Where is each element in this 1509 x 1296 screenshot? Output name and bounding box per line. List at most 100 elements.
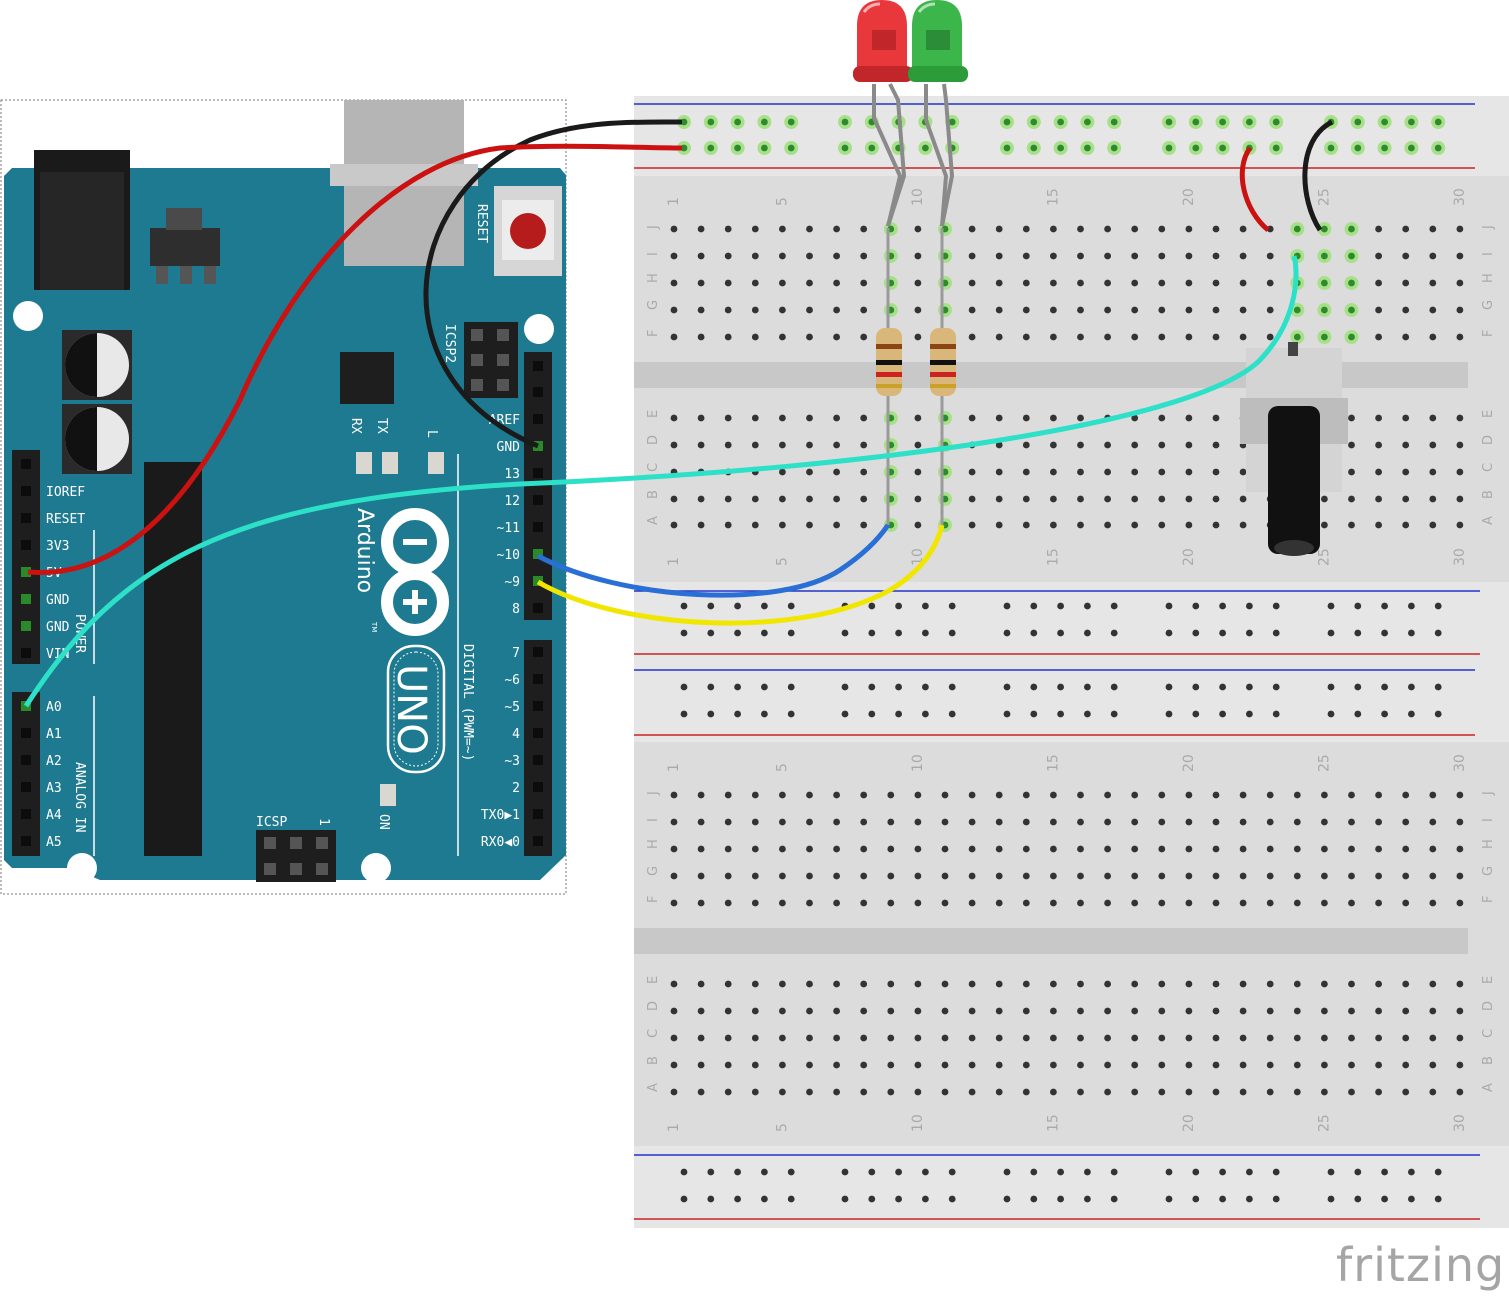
breadboard-hole[interactable] xyxy=(968,1007,976,1015)
breadboard-hole[interactable] xyxy=(1239,899,1247,907)
breadboard-hole[interactable] xyxy=(1321,252,1328,260)
breadboard-hole[interactable] xyxy=(914,252,922,260)
breadboard-hole[interactable] xyxy=(1219,1195,1226,1203)
breadboard-hole[interactable] xyxy=(922,683,929,691)
breadboard-hole[interactable] xyxy=(1158,521,1166,529)
breadboard-hole[interactable] xyxy=(1266,1034,1274,1042)
breadboard-hole[interactable] xyxy=(1003,629,1011,637)
breadboard-hole[interactable] xyxy=(1131,306,1139,314)
breadboard-hole[interactable] xyxy=(1077,279,1084,287)
breadboard-hole[interactable] xyxy=(1050,845,1057,853)
breadboard-hole[interactable] xyxy=(887,1088,895,1096)
breadboard-hole[interactable] xyxy=(734,629,741,637)
breadboard-hole[interactable] xyxy=(1429,225,1437,233)
breadboard-hole[interactable] xyxy=(779,225,786,233)
breadboard-hole[interactable] xyxy=(734,118,741,126)
breadboard-hole[interactable] xyxy=(1348,279,1355,287)
breadboard-hole[interactable] xyxy=(868,144,876,152)
header-pin[interactable] xyxy=(533,836,543,846)
breadboard-hole[interactable] xyxy=(1185,521,1193,529)
breadboard-hole[interactable] xyxy=(1408,629,1415,637)
breadboard-hole[interactable] xyxy=(751,441,759,449)
breadboard-hole[interactable] xyxy=(787,710,795,718)
breadboard-hole[interactable] xyxy=(1050,872,1057,880)
breadboard-hole[interactable] xyxy=(1212,225,1220,233)
breadboard-hole[interactable] xyxy=(968,495,976,503)
breadboard-hole[interactable] xyxy=(1158,818,1166,826)
breadboard-hole[interactable] xyxy=(1022,980,1030,988)
breadboard-hole[interactable] xyxy=(1456,414,1464,422)
breadboard-hole[interactable] xyxy=(1030,118,1038,126)
breadboard-hole[interactable] xyxy=(1381,629,1388,637)
breadboard-hole[interactable] xyxy=(860,1034,868,1042)
breadboard-hole[interactable] xyxy=(941,791,949,799)
breadboard-hole[interactable] xyxy=(1192,1168,1200,1176)
breadboard-hole[interactable] xyxy=(1456,845,1464,853)
breadboard-hole[interactable] xyxy=(941,845,949,853)
breadboard-hole[interactable] xyxy=(895,683,902,691)
breadboard-hole[interactable] xyxy=(914,306,922,314)
breadboard-hole[interactable] xyxy=(1192,602,1200,610)
breadboard-hole[interactable] xyxy=(914,1088,922,1096)
breadboard-hole[interactable] xyxy=(1022,414,1030,422)
breadboard-hole[interactable] xyxy=(1219,683,1226,691)
breadboard-hole[interactable] xyxy=(1375,333,1382,341)
breadboard-hole[interactable] xyxy=(1050,333,1057,341)
header-pin[interactable] xyxy=(533,755,543,765)
breadboard-hole[interactable] xyxy=(1321,495,1328,503)
breadboard-hole[interactable] xyxy=(1050,521,1057,529)
breadboard-hole[interactable] xyxy=(1354,710,1362,718)
breadboard-hole[interactable] xyxy=(806,818,813,826)
breadboard-hole[interactable] xyxy=(1022,441,1030,449)
breadboard-hole[interactable] xyxy=(1084,629,1091,637)
breadboard-hole[interactable] xyxy=(1022,521,1030,529)
breadboard-hole[interactable] xyxy=(1022,1034,1030,1042)
breadboard-hole[interactable] xyxy=(1239,252,1247,260)
breadboard-hole[interactable] xyxy=(1185,899,1193,907)
breadboard-hole[interactable] xyxy=(1212,441,1220,449)
breadboard-hole[interactable] xyxy=(1321,845,1328,853)
header-pin[interactable] xyxy=(533,603,543,613)
breadboard-hole[interactable] xyxy=(779,791,786,799)
breadboard-hole[interactable] xyxy=(1402,980,1410,988)
breadboard-hole[interactable] xyxy=(1375,1088,1382,1096)
breadboard-hole[interactable] xyxy=(1402,845,1410,853)
breadboard-hole[interactable] xyxy=(1030,710,1038,718)
breadboard-hole[interactable] xyxy=(1327,629,1335,637)
breadboard-hole[interactable] xyxy=(1402,252,1410,260)
breadboard-hole[interactable] xyxy=(806,252,813,260)
breadboard-hole[interactable] xyxy=(779,468,786,476)
breadboard-hole[interactable] xyxy=(914,279,922,287)
breadboard-hole[interactable] xyxy=(751,818,759,826)
breadboard-hole[interactable] xyxy=(1158,414,1166,422)
breadboard-hole[interactable] xyxy=(670,1061,678,1069)
breadboard-hole[interactable] xyxy=(941,872,949,880)
breadboard-hole[interactable] xyxy=(779,1088,786,1096)
breadboard-hole[interactable] xyxy=(1348,521,1355,529)
breadboard-hole[interactable] xyxy=(1050,1061,1057,1069)
breadboard-hole[interactable] xyxy=(1239,225,1247,233)
breadboard-hole[interactable] xyxy=(670,1034,678,1042)
breadboard-hole[interactable] xyxy=(1131,279,1139,287)
breadboard-hole[interactable] xyxy=(697,1088,705,1096)
breadboard-hole[interactable] xyxy=(1266,333,1274,341)
breadboard-hole[interactable] xyxy=(1050,414,1057,422)
breadboard-hole[interactable] xyxy=(1239,818,1247,826)
breadboard-hole[interactable] xyxy=(1293,306,1301,314)
breadboard-hole[interactable] xyxy=(895,629,902,637)
breadboard-hole[interactable] xyxy=(751,980,759,988)
breadboard-hole[interactable] xyxy=(1293,872,1301,880)
breadboard-hole[interactable] xyxy=(1456,980,1464,988)
breadboard-hole[interactable] xyxy=(833,521,840,529)
breadboard-hole[interactable] xyxy=(1429,1088,1437,1096)
breadboard-hole[interactable] xyxy=(1057,144,1064,152)
breadboard-hole[interactable] xyxy=(751,225,759,233)
breadboard-hole[interactable] xyxy=(1429,333,1437,341)
breadboard-hole[interactable] xyxy=(1050,791,1057,799)
breadboard-hole[interactable] xyxy=(1429,791,1437,799)
breadboard-hole[interactable] xyxy=(941,1088,949,1096)
breadboard-hole[interactable] xyxy=(995,872,1003,880)
breadboard-hole[interactable] xyxy=(1429,279,1437,287)
breadboard-hole[interactable] xyxy=(779,818,786,826)
breadboard-hole[interactable] xyxy=(1348,899,1355,907)
